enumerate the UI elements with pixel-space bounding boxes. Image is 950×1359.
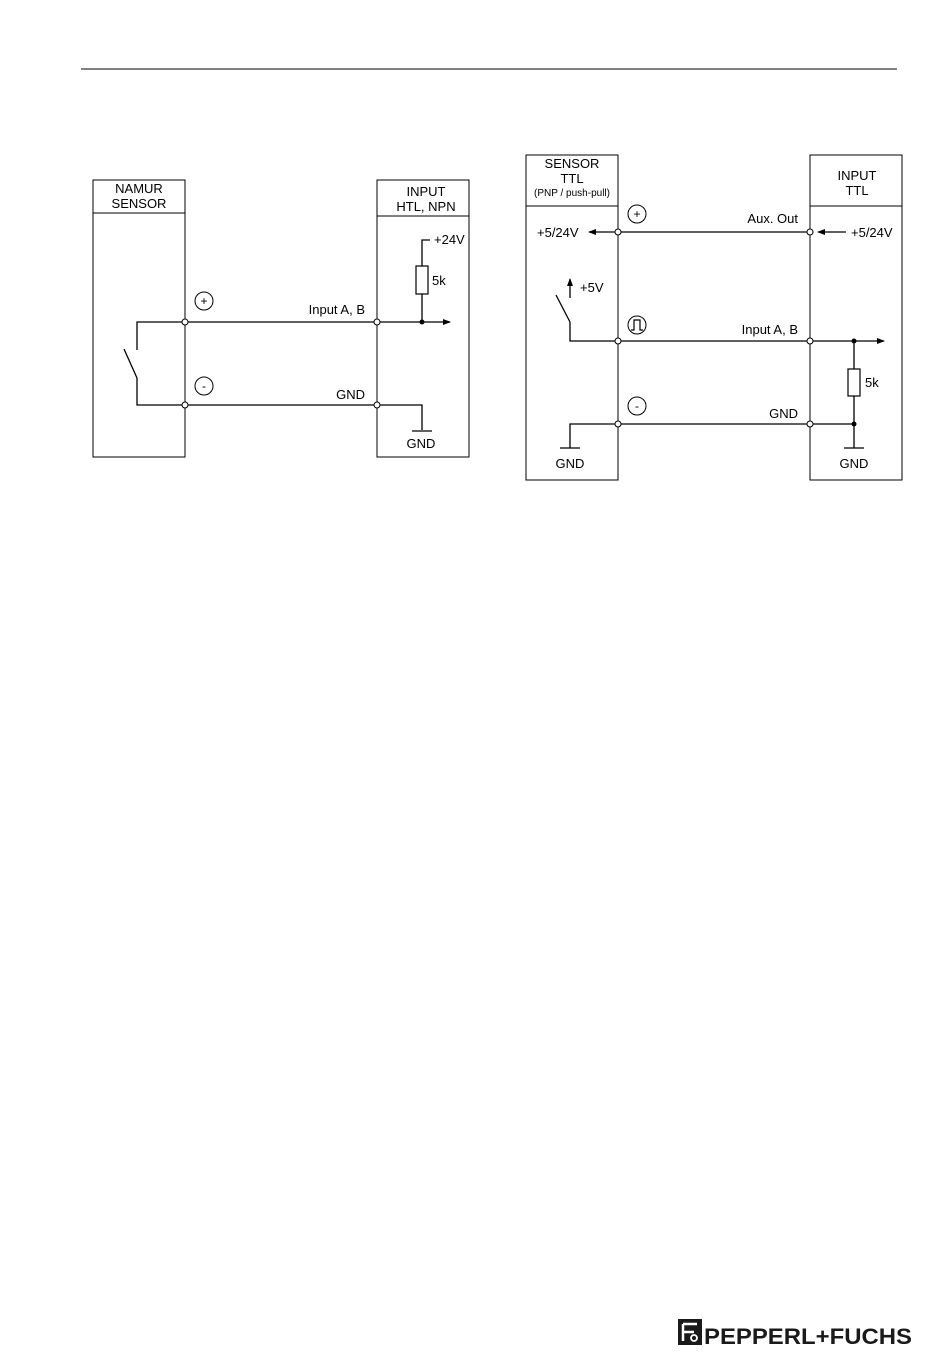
gnd-wire-label: GND xyxy=(336,387,365,402)
sensor-box-line-2: TTL xyxy=(560,171,583,186)
ttl-switch-lead xyxy=(570,322,618,341)
htl-input-box: INPUT HTL, NPN xyxy=(377,180,469,457)
terminal-sensor-plus xyxy=(182,319,188,325)
sensor-box-line-2: SENSOR xyxy=(112,196,167,211)
terminal-input-signal xyxy=(807,338,813,344)
namur-switch xyxy=(124,322,185,405)
svg-text:-: - xyxy=(202,379,206,393)
terminal-sensor-signal xyxy=(615,338,621,344)
minus-marker: - xyxy=(195,377,213,395)
terminal-input-signal xyxy=(374,319,380,325)
sensor-box-line-3: (PNP / push-pull) xyxy=(534,188,610,199)
gnd-right-label: GND xyxy=(840,456,869,471)
junction-dot-signal xyxy=(852,339,857,344)
gnd-wire-label: GND xyxy=(769,406,798,421)
junction-dot-gnd xyxy=(852,422,857,427)
ttl-switch-blade xyxy=(556,295,570,322)
junction-dot xyxy=(420,320,425,325)
gnd-wire xyxy=(185,405,422,430)
plus-marker: + xyxy=(195,292,213,310)
resistor-lead-top xyxy=(422,240,430,266)
logo-text: PEPPERL+FUCHS xyxy=(704,1324,912,1349)
input-box-line-1: INPUT xyxy=(838,168,877,183)
sensor-box-line-1: SENSOR xyxy=(545,156,600,171)
input-box-line-2: TTL xyxy=(845,183,868,198)
gnd-symbol-label: GND xyxy=(407,436,436,451)
supply-right-label: +5/24V xyxy=(851,225,893,240)
input-box-line-2: HTL, NPN xyxy=(396,199,455,214)
resistor-label: 5k xyxy=(865,375,879,390)
terminal-sensor-minus xyxy=(182,402,188,408)
terminal-input-gnd xyxy=(374,402,380,408)
svg-text:-: - xyxy=(635,399,639,413)
terminal-input-aux xyxy=(807,229,813,235)
ttl-input-box: INPUT TTL xyxy=(810,155,902,480)
ttl-wiring-diagram: SENSOR TTL (PNP / push-pull) INPUT TTL +… xyxy=(526,155,902,480)
signal-label: Input A, B xyxy=(742,322,798,337)
namur-wiring-diagram: NAMUR SENSOR INPUT HTL, NPN GND +24V 5k xyxy=(93,180,469,457)
sensor-box-line-1: NAMUR xyxy=(115,181,163,196)
resistor-label: 5k xyxy=(432,273,446,288)
pulldown-resistor xyxy=(848,369,860,396)
ttl-sensor-box: SENSOR TTL (PNP / push-pull) xyxy=(526,155,618,480)
pulse-icon xyxy=(628,316,646,334)
gnd-wire xyxy=(570,424,854,448)
svg-text:+: + xyxy=(633,207,640,221)
gnd-left-label: GND xyxy=(556,456,585,471)
pullup-resistor xyxy=(416,266,428,294)
minus-marker: - xyxy=(628,397,646,415)
signal-label: Input A, B xyxy=(309,302,365,317)
pepperl-fuchs-logo: PEPPERL+FUCHS xyxy=(678,1319,912,1349)
terminal-sensor-plus xyxy=(615,229,621,235)
terminal-sensor-minus xyxy=(615,421,621,427)
terminal-input-gnd xyxy=(807,421,813,427)
pepperl-fuchs-logo-icon xyxy=(678,1319,702,1345)
input-box-line-1: INPUT xyxy=(407,184,446,199)
supply-left-label: +5/24V xyxy=(537,225,579,240)
svg-text:+: + xyxy=(200,294,207,308)
plus-marker: + xyxy=(628,205,646,223)
namur-sensor-box: NAMUR SENSOR xyxy=(93,180,185,457)
switch-supply-label: +5V xyxy=(580,280,604,295)
supply-label: +24V xyxy=(434,232,465,247)
aux-out-label: Aux. Out xyxy=(747,211,798,226)
